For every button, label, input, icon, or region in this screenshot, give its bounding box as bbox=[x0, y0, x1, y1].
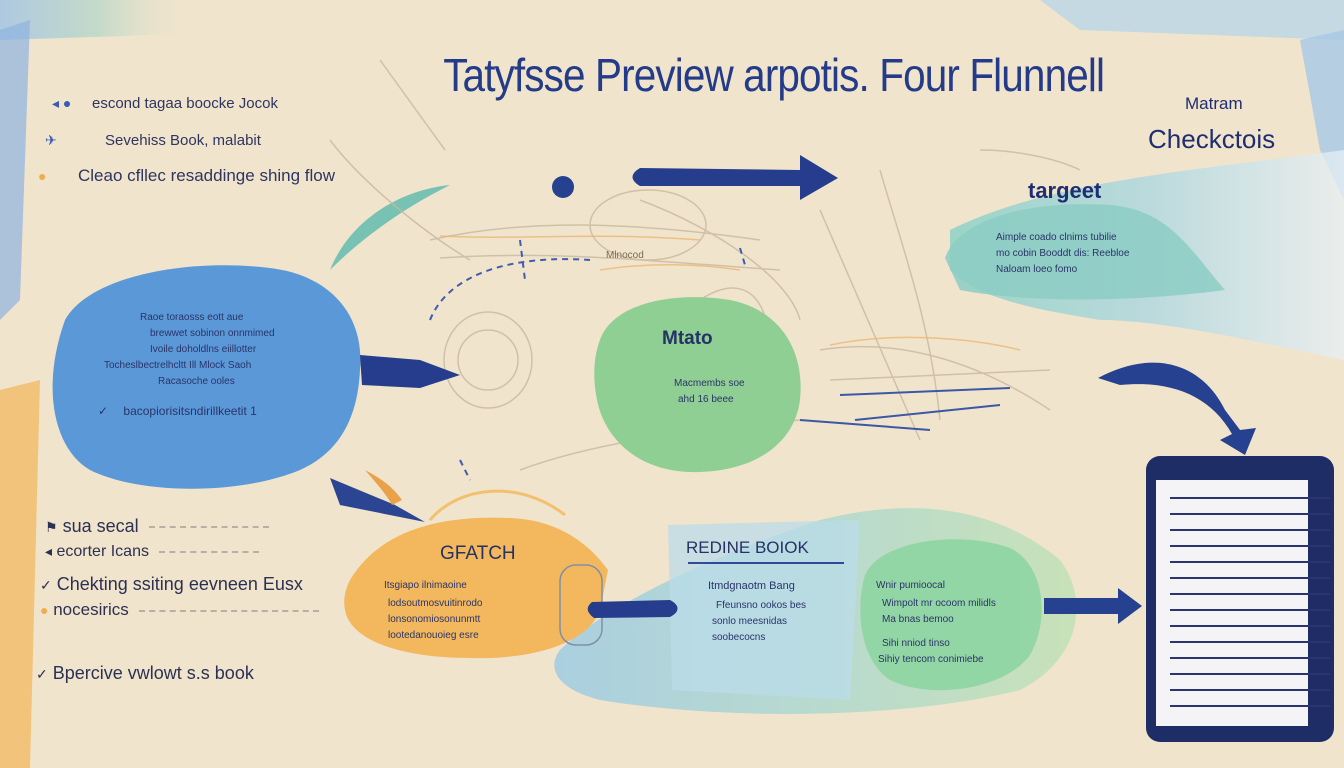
blue-node-line-4: Tocheslbectrelhcltt Ill Mlock Saoh bbox=[104, 360, 252, 371]
reading-node-line-3: sonlo meesnidas bbox=[712, 616, 788, 627]
tag-icon: ⚑ bbox=[45, 519, 58, 535]
search-node-line-2: lodsoutmosvuitinrodo bbox=[388, 598, 483, 609]
green-bottom-line-1: Wnir pumioocal bbox=[876, 580, 945, 591]
green-node-heading: Mtato bbox=[662, 328, 713, 349]
green-node-line-1: Macmembs soe bbox=[674, 378, 745, 389]
page-title: Tatyfsse Preview arpotis. Four Flunnell bbox=[443, 49, 1105, 101]
leaf-icon: ● bbox=[38, 168, 47, 184]
reading-node-line-2: Ffeunsno ookos bes bbox=[716, 600, 807, 611]
left-list-item-3: ✓ Chekting ssiting eevneen Eusx bbox=[40, 574, 303, 594]
legend-item-1: ◂ ●escond tagaa boocke Jocok bbox=[52, 95, 278, 112]
search-node-line-4: lootedanouoieg esre bbox=[388, 630, 479, 641]
green-node-line-2: ahd 16 beee bbox=[678, 394, 734, 405]
right-header-line1: Matram bbox=[1185, 94, 1243, 113]
reading-node-line-1: Itmdgnaotm Bang bbox=[708, 580, 795, 592]
green-bottom-line-5: Sihiy tencom conimiebe bbox=[878, 654, 984, 665]
blue-node-line-5: Racasoche ooles bbox=[158, 376, 235, 387]
search-node-line-1: Itsgiapo ilnimaoine bbox=[384, 580, 467, 591]
blue-node-line-2: brewwet sobinon onnmimed bbox=[150, 328, 275, 339]
check-icon: ✓ bbox=[40, 577, 52, 593]
target-line-2: mo cobin Booddt dis: Reebloe bbox=[996, 248, 1130, 259]
bottom-left-label: ✓ Bpercive vwlowt s.s book bbox=[36, 663, 254, 683]
left-list-item-1: ⚑ sua secal bbox=[45, 516, 269, 537]
right-header-line2: Checkctois bbox=[1148, 124, 1276, 154]
reading-divider bbox=[688, 562, 844, 564]
check-icon: ✓ bbox=[36, 666, 48, 682]
check-icon: ✓ bbox=[98, 404, 109, 418]
blue-node-line-3: Ivoile doholdlns eiillotter bbox=[150, 344, 257, 355]
leaf-icon: ● bbox=[40, 602, 49, 618]
reading-node-heading: REDINE BOIOK bbox=[686, 538, 809, 557]
green-bottom-line-4: Sihi nniod tinso bbox=[882, 638, 950, 649]
search-node-line-3: lonsonomiosonunmtt bbox=[388, 614, 481, 625]
green-bottom-line-3: Ma bnas bemoo bbox=[882, 614, 954, 625]
left-list-item-4: ● nocesirics bbox=[40, 600, 319, 620]
checklist-document-icon bbox=[1146, 456, 1334, 742]
target-line-3: Naloam loeo fomo bbox=[996, 264, 1078, 275]
legend-item-2: ✈Sevehiss Book, malabit bbox=[45, 132, 261, 149]
faint-label: Mlnocod bbox=[606, 250, 644, 261]
target-line-1: Aimple coado clnims tubilie bbox=[996, 232, 1117, 243]
green-bottom-line-2: Wimpolt mr ocoom milidls bbox=[882, 598, 996, 609]
reading-node-line-4: soobecocns bbox=[712, 632, 766, 643]
blue-node-line-1: Raoe toraosss eott aue bbox=[140, 312, 244, 323]
arrow-icon: ◂ bbox=[45, 543, 53, 559]
plane-icon: ✈ bbox=[45, 132, 57, 148]
blue-node-footer: ✓ bacopiorisitsndirillkeetit 1 bbox=[98, 404, 257, 418]
left-list-item-2: ◂ ecorter Icans bbox=[45, 543, 259, 561]
target-heading: targeet bbox=[1028, 178, 1102, 203]
search-node-heading: GFATCH bbox=[440, 543, 516, 564]
dot-icon: ◂ ● bbox=[52, 95, 72, 111]
legend-item-3: ●Cleao cfllec resaddinge shing flow bbox=[38, 166, 336, 185]
